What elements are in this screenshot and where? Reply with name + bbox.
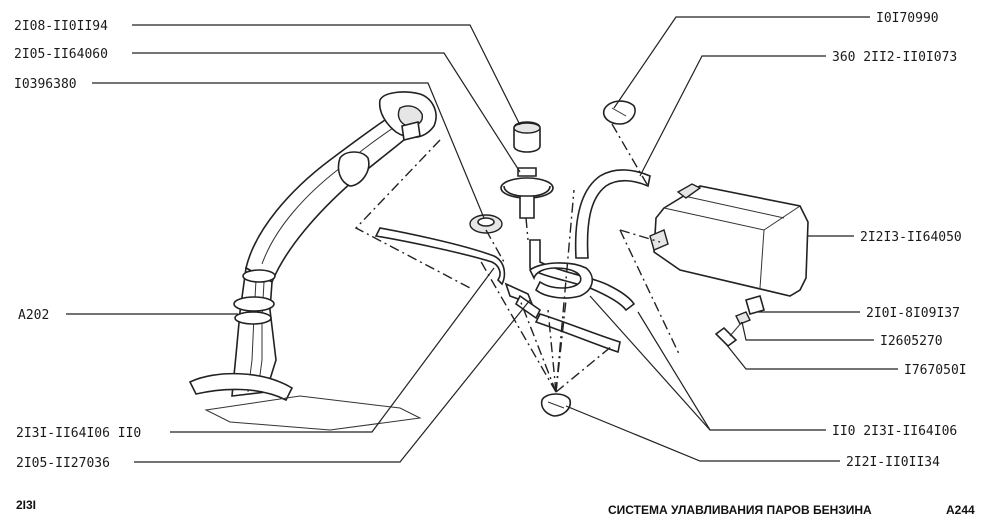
label-bracket: 2I0I-8I09I37 [866,306,960,321]
clip-top [602,100,636,125]
bolt [714,321,743,348]
label-hose-left: 2I3I-II64I06 II0 [16,426,141,441]
filler-pipe [188,91,437,431]
label-bolt: I767050I [904,363,967,378]
clip-bottom [540,393,572,417]
label-hose-right: II0 2I3I-II64I06 [832,424,957,439]
nut [735,311,751,325]
label-grommet: I0396380 [14,77,77,92]
footer-model: 2I3I [16,498,36,512]
label-filler-pipe: A202 [18,308,49,323]
label-canister: 2I2I3-II64050 [860,230,962,245]
tee-fitting [504,282,542,320]
label-hose-top: 360 2II2-II0I073 [832,50,957,65]
footer-page: A244 [946,503,975,517]
label-nut: I2605270 [880,334,943,349]
bracket [745,295,765,315]
hoses [374,169,651,354]
leader-lines [66,16,898,463]
label-tee: 2I05-II27036 [16,456,110,471]
label-valve-holder: 2I05-II64060 [14,47,108,62]
label-clip-top: I0I70990 [876,11,939,26]
separator-valve [500,121,554,219]
assembly-lines [354,123,681,393]
footer-title: СИСТЕМА УЛАВЛИВАНИЯ ПАРОВ БЕНЗИНА [608,503,872,517]
label-separator: 2I08-II0II94 [14,19,108,34]
canister [649,183,809,297]
label-clip-bottom: 2I2I-II0II34 [846,455,940,470]
grommet [469,214,503,234]
